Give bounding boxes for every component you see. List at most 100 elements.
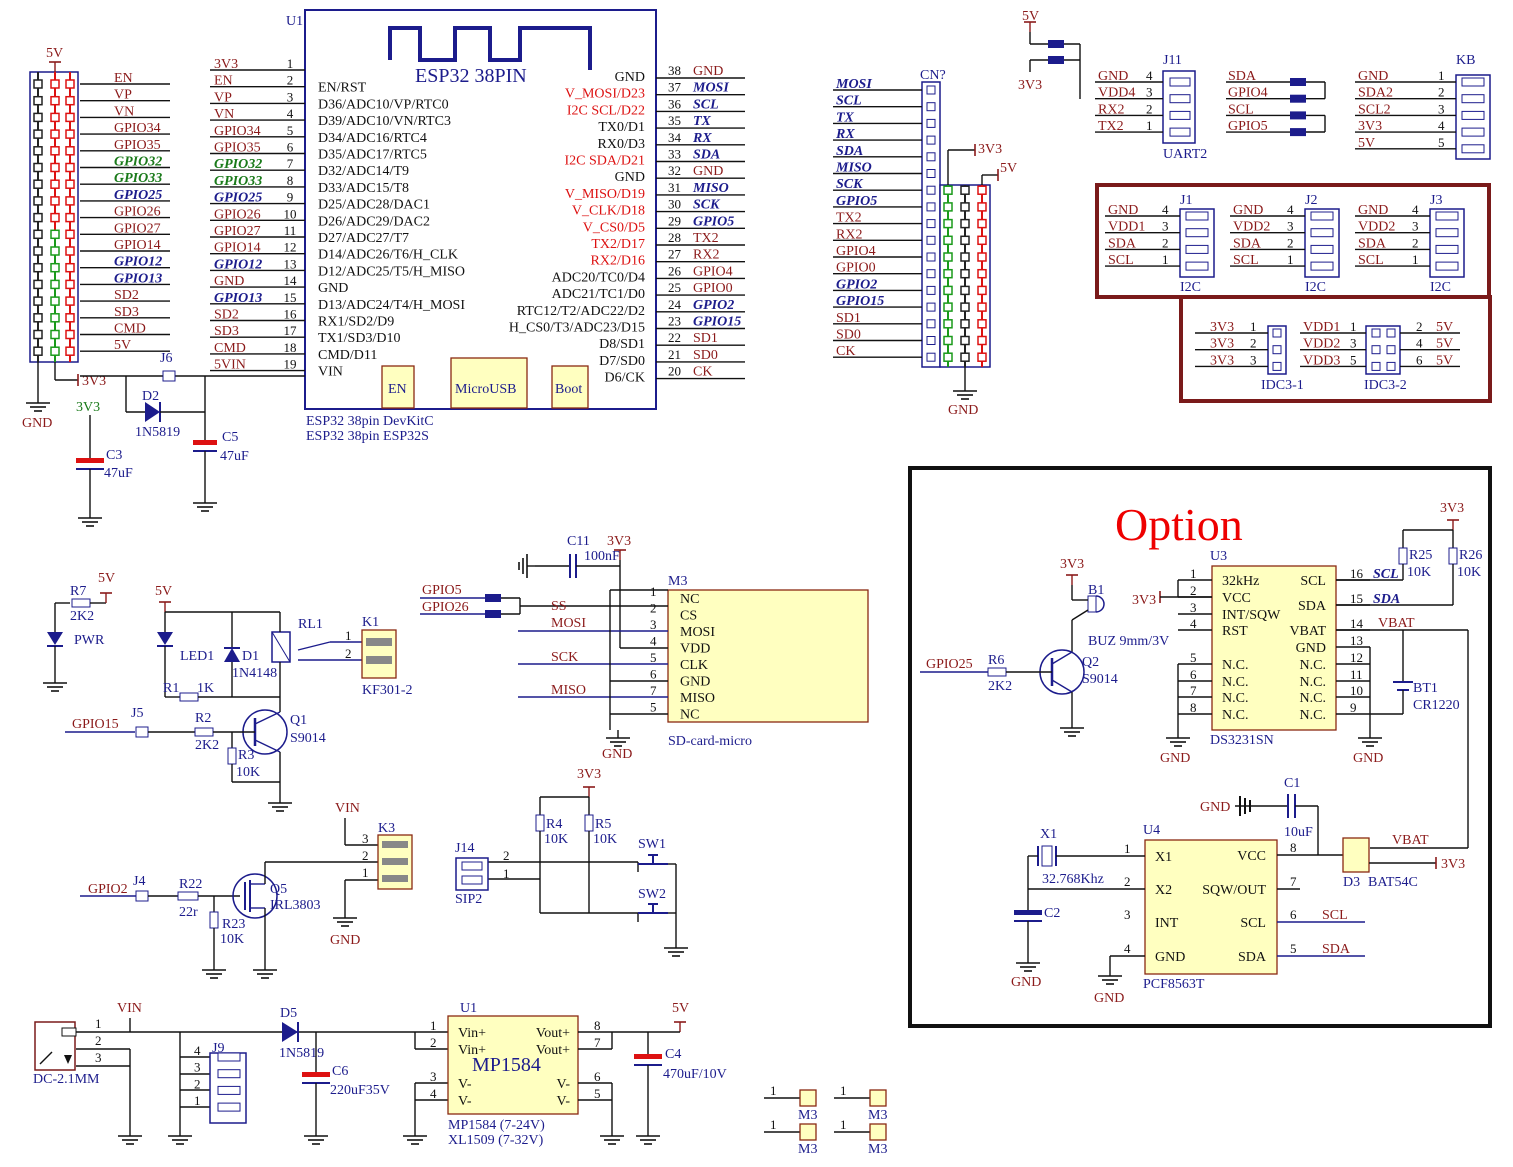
pcf-scl-net: SCL bbox=[1322, 908, 1348, 923]
header-pin bbox=[33, 196, 43, 206]
cn-power-pin bbox=[943, 185, 953, 195]
esp32-pin-number: 19 bbox=[284, 357, 297, 372]
i2c-ref: J2 bbox=[1305, 193, 1317, 208]
sd-ss-net: SS bbox=[551, 599, 567, 614]
idc-net: VDD1 bbox=[1303, 320, 1340, 335]
kb-ref: KB bbox=[1456, 53, 1475, 68]
cn-power-pin bbox=[943, 302, 953, 312]
uart-net: TX2 bbox=[1098, 119, 1124, 134]
cn-power-pin bbox=[977, 185, 987, 195]
uart-pin-number: 1 bbox=[1146, 118, 1153, 133]
mosfet-vin: VIN bbox=[335, 801, 360, 816]
uart-pin-number: 3 bbox=[1146, 85, 1153, 100]
mp-pin-number: 8 bbox=[594, 1018, 601, 1033]
kb-pin-number: 5 bbox=[1438, 135, 1445, 150]
i2c-name: I2C bbox=[1305, 280, 1326, 295]
i2c-net: GND bbox=[1358, 203, 1388, 218]
pcf-pin-name: X2 bbox=[1155, 883, 1172, 898]
esp32-pin-number: 16 bbox=[284, 307, 298, 322]
cn-net: SDA bbox=[836, 144, 863, 159]
kb-left-net: GPIO5 bbox=[1228, 119, 1268, 134]
uart-5v: 5V bbox=[1022, 9, 1039, 24]
r5-ref: R5 bbox=[595, 817, 611, 832]
idc-pin bbox=[1386, 328, 1396, 338]
i2c-pin bbox=[1435, 211, 1459, 221]
rtc-pin-number: 7 bbox=[1190, 683, 1197, 698]
u4-name: PCF8563T bbox=[1143, 977, 1205, 992]
relay-5v: 5V bbox=[155, 584, 172, 599]
esp32-pin-number: 28 bbox=[668, 230, 681, 245]
cn-net: MISO bbox=[835, 161, 872, 176]
esp32-pin-name: D34/ADC16/RTC4 bbox=[318, 131, 427, 146]
pwr-led-label: PWR bbox=[74, 633, 105, 648]
c5-value: 47uF bbox=[220, 449, 249, 464]
pcf-pin-number: 6 bbox=[1290, 907, 1297, 922]
cn-power-pin bbox=[943, 202, 953, 212]
mosfet-gnd: GND bbox=[330, 933, 360, 948]
i2c-pin-number: 2 bbox=[1162, 235, 1169, 250]
esp32-pin-number: 35 bbox=[668, 113, 681, 128]
esp32-pin-name: ADC21/TC1/D0 bbox=[552, 287, 645, 302]
esp32-left-net: SD3 bbox=[214, 324, 239, 339]
mp-pin-number: 3 bbox=[430, 1069, 437, 1084]
cn-power-pin bbox=[960, 235, 970, 246]
uart-pin bbox=[1169, 94, 1191, 104]
b1-value: BUZ 9mm/3V bbox=[1088, 634, 1169, 649]
sw1-ref: SW1 bbox=[638, 837, 666, 852]
esp32-pin-number: 34 bbox=[668, 130, 682, 145]
esp32-left-net: 5VIN bbox=[214, 358, 246, 373]
esp32-pin-name: D7/SD0 bbox=[599, 354, 645, 369]
d5-ref: D5 bbox=[280, 1006, 297, 1021]
esp32-pin-name: D25/ADC28/DAC1 bbox=[318, 198, 430, 213]
left-header-3v3: 3V3 bbox=[82, 374, 106, 389]
esp32-right-net: GPIO2 bbox=[693, 298, 734, 313]
idc-pin-number: 1 bbox=[1350, 319, 1357, 334]
pcf-pin-name: X1 bbox=[1155, 850, 1172, 865]
cn-pin bbox=[926, 152, 936, 162]
u3-gnd-right: GND bbox=[1353, 751, 1383, 766]
c3-value: 47uF bbox=[104, 466, 133, 481]
c4-ref: C4 bbox=[665, 1047, 681, 1062]
cn-net: GPIO2 bbox=[836, 277, 877, 292]
header-pin bbox=[50, 79, 60, 89]
i2c-pin bbox=[1185, 244, 1209, 254]
switch-circuit: 3V3 R4 10K R5 10K J14 2 1 SIP2 SW1 SW2 bbox=[455, 767, 689, 957]
esp32-usb-label: MicroUSB bbox=[455, 382, 516, 397]
sd-card: C11 100nF 3V3 M3 SD-card-micro GPIO5 GPI… bbox=[420, 534, 869, 762]
i2c-net: SDA bbox=[1358, 236, 1387, 251]
cn-power-pin bbox=[977, 252, 987, 262]
rtc-pin-name: VCC bbox=[1222, 591, 1251, 606]
r23-value: 10K bbox=[220, 932, 244, 947]
idc-net: 5V bbox=[1436, 353, 1453, 368]
esp32-left-net: VN bbox=[214, 107, 234, 122]
cn-pin bbox=[926, 202, 936, 212]
sd-pin-name: NC bbox=[680, 708, 699, 723]
mp-pin-name: Vin+ bbox=[458, 1026, 486, 1041]
esp32-pin-number: 9 bbox=[287, 190, 294, 205]
esp32-pin-number: 26 bbox=[668, 263, 682, 278]
pcf-gnd-left: GND bbox=[1011, 975, 1041, 990]
esp32-pin-name: I2C SDA/D21 bbox=[564, 154, 645, 169]
uart-pin-number: 2 bbox=[1146, 101, 1153, 116]
header-pin bbox=[33, 229, 43, 240]
idc-pin bbox=[1272, 361, 1282, 371]
rtc-pin-name: VBAT bbox=[1289, 624, 1326, 639]
rtc-pin-number: 10 bbox=[1350, 683, 1363, 698]
esp32-pin-number: 5 bbox=[287, 123, 294, 138]
i2c-net: VDD2 bbox=[1233, 220, 1270, 235]
uart-net: RX2 bbox=[1098, 102, 1124, 117]
r1-value: 1K bbox=[197, 681, 214, 696]
esp32-pin-name: V_MISO/D19 bbox=[565, 187, 645, 202]
q1-value: S9014 bbox=[290, 731, 326, 746]
header-pin bbox=[33, 79, 43, 89]
pcf-pin-name: GND bbox=[1155, 950, 1185, 965]
esp32-boot-button: Boot bbox=[555, 382, 582, 397]
d3-value: BAT54C bbox=[1368, 875, 1418, 890]
sd-pin-number: 5 bbox=[650, 700, 657, 715]
q2-value: S9014 bbox=[1082, 672, 1118, 687]
esp32-pin-number: 3 bbox=[287, 89, 294, 104]
sw2-ref: SW2 bbox=[638, 887, 666, 902]
esp32-en-button: EN bbox=[388, 382, 407, 397]
gpio15-label: GPIO15 bbox=[72, 717, 119, 732]
cn-power-pin bbox=[943, 319, 953, 329]
